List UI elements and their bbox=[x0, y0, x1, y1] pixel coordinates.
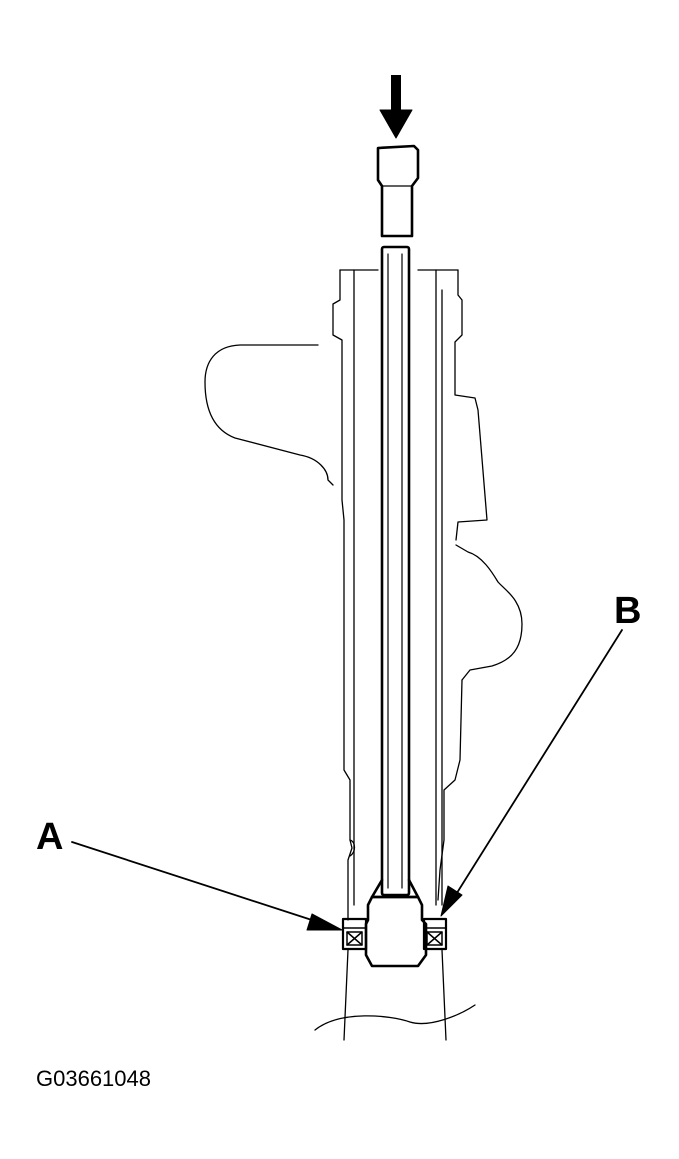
leader-line-a bbox=[71, 841, 343, 931]
driver-head bbox=[364, 895, 428, 968]
bearing-left-section bbox=[341, 917, 368, 951]
callout-label-b: B bbox=[614, 590, 642, 632]
bearing-right-section bbox=[422, 917, 448, 951]
figure-id: G03661048 bbox=[36, 1066, 151, 1091]
driver-shaft bbox=[370, 245, 420, 899]
driver-handle bbox=[376, 144, 420, 238]
press-direction-arrow bbox=[379, 75, 413, 139]
callout-label-a: A bbox=[36, 816, 64, 858]
leader-line-b bbox=[440, 629, 623, 917]
strut-housing bbox=[204, 269, 523, 1041]
